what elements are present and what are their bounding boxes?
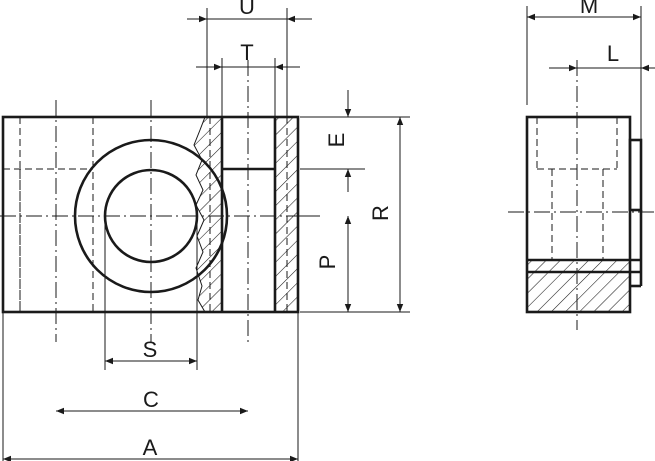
side-section-hatch	[527, 260, 630, 312]
break-line	[193, 116, 206, 313]
front-dimensions: U T E P R S C	[2, 0, 410, 461]
dim-label-T: T	[240, 40, 253, 65]
dim-label-C: C	[143, 387, 159, 412]
dim-label-A: A	[143, 435, 158, 460]
dim-label-R: R	[368, 205, 393, 221]
dim-label-L: L	[607, 41, 619, 66]
front-view	[0, 60, 320, 342]
dim-label-P: P	[315, 255, 340, 270]
dim-label-S: S	[143, 337, 158, 362]
section-hatch-left	[194, 117, 222, 312]
dim-label-M: M	[580, 0, 598, 18]
dim-label-E: E	[324, 133, 349, 148]
dim-label-U: U	[239, 0, 255, 19]
section-hatch-right	[275, 117, 298, 312]
side-view: M L	[508, 0, 655, 330]
side-body-outline	[525, 115, 632, 314]
